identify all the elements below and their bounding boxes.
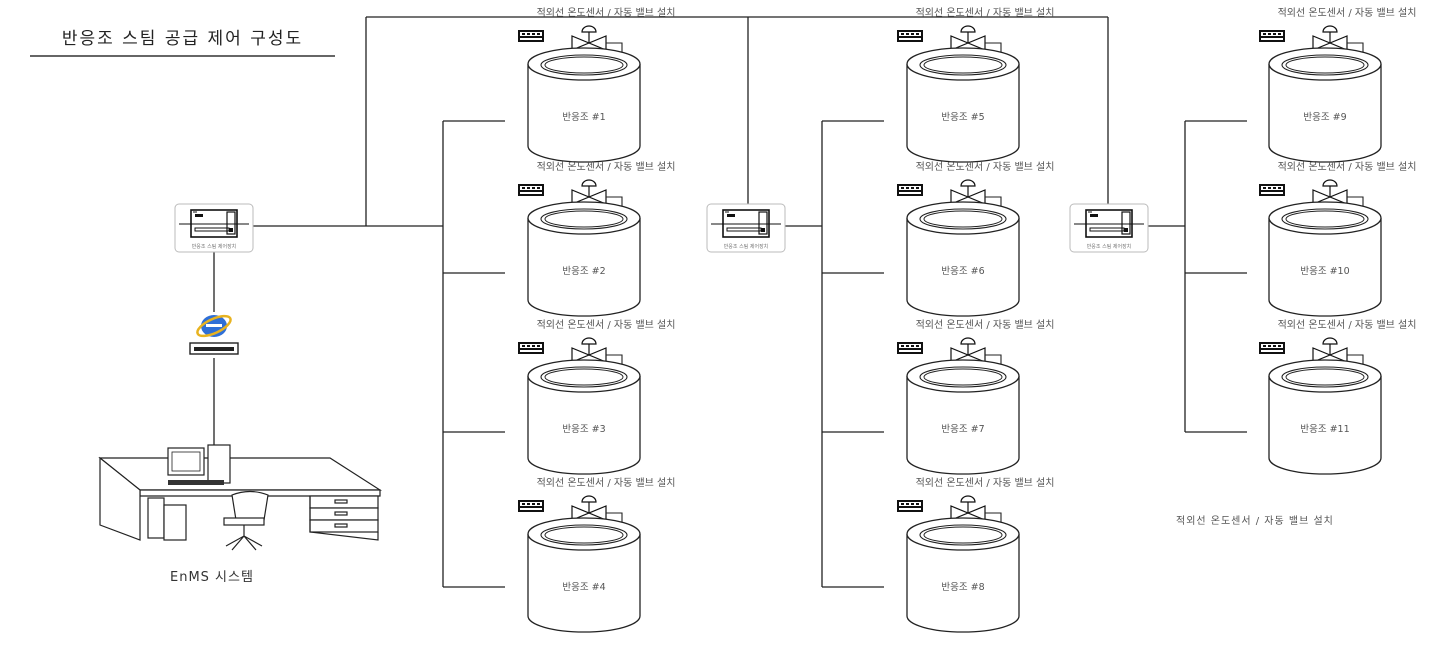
tank-inner-ring <box>544 210 624 228</box>
valve-icon <box>571 337 607 363</box>
temperature-sensor-icon <box>1259 184 1285 196</box>
enms-layer <box>98 314 383 551</box>
tank-caption: 적외선 온도센서 / 자동 밸브 설치 <box>916 7 1055 19</box>
connection-lines <box>213 16 1247 588</box>
tank-body <box>906 64 1020 163</box>
tank-label: 반응조 #8 <box>941 582 984 593</box>
tank-inner-ring <box>923 210 1003 228</box>
tank-inner-ring <box>923 368 1003 386</box>
desk-workstation-icon <box>98 444 383 551</box>
temperature-sensor-icon <box>1259 342 1285 354</box>
tank-label: 반응조 #6 <box>941 266 984 277</box>
valve-icon <box>950 337 986 363</box>
valve-icon <box>950 25 986 51</box>
tank-caption: 적외선 온도센서 / 자동 밸브 설치 <box>1278 319 1417 331</box>
plc-controller-icon: 반응조 스팀 제어장치 <box>1069 203 1149 253</box>
controllers-layer: 반응조 스팀 제어장치 반응조 스팀 제어장치 반응조 스팀 제어장치 <box>174 203 1149 253</box>
controller-label: 반응조 스팀 제어장치 <box>192 243 237 250</box>
tank-label: 반응조 #3 <box>562 424 605 435</box>
valve-icon <box>950 179 986 205</box>
sensor-valve-caption: 적외선 온도센서 / 자동 밸브 설치 <box>1176 516 1334 527</box>
tank-body <box>906 218 1020 317</box>
tank-caption: 적외선 온도센서 / 자동 밸브 설치 <box>916 477 1055 489</box>
tank-body <box>527 534 641 633</box>
tank-inner-ring <box>1285 368 1365 386</box>
tank-caption: 적외선 온도센서 / 자동 밸브 설치 <box>916 161 1055 173</box>
tank-label: 반응조 #9 <box>1303 112 1346 123</box>
tank-inner-ring <box>1285 56 1365 74</box>
plc-controller-icon: 반응조 스팀 제어장치 <box>706 203 786 253</box>
tank-inner-ring <box>923 56 1003 74</box>
temperature-sensor-icon <box>897 184 923 196</box>
internet-explorer-icon <box>196 314 232 338</box>
tank-label: 반응조 #5 <box>941 112 984 123</box>
controller-label: 반응조 스팀 제어장치 <box>724 243 769 250</box>
tank-label: 반응조 #2 <box>562 266 605 277</box>
diagram-title: 반응조 스팀 공급 제어 구성도 <box>30 24 335 57</box>
tank-body <box>527 376 641 475</box>
valve-icon <box>571 25 607 51</box>
tank-label: 반응조 #7 <box>941 424 984 435</box>
tank-label: 반응조 #11 <box>1300 424 1349 435</box>
temperature-sensor-icon <box>518 184 544 196</box>
tank-body <box>527 218 641 317</box>
tank-label: 반응조 #4 <box>562 582 605 593</box>
valve-icon <box>950 495 986 521</box>
tank-caption: 적외선 온도센서 / 자동 밸브 설치 <box>537 7 676 19</box>
tank-body <box>1268 376 1382 475</box>
temperature-sensor-icon <box>518 500 544 512</box>
tank-inner-ring <box>544 56 624 74</box>
tank-body <box>906 376 1020 475</box>
temperature-sensor-icon <box>1259 30 1285 42</box>
valve-icon <box>1312 25 1348 51</box>
temperature-sensor-icon <box>518 342 544 354</box>
tank-caption: 적외선 온도센서 / 자동 밸브 설치 <box>1278 7 1417 19</box>
tank-caption: 적외선 온도센서 / 자동 밸브 설치 <box>1278 161 1417 173</box>
temperature-sensor-icon <box>897 500 923 512</box>
valve-icon <box>571 179 607 205</box>
temperature-sensor-icon <box>897 30 923 42</box>
valve-icon <box>571 495 607 521</box>
tank-caption: 적외선 온도센서 / 자동 밸브 설치 <box>537 319 676 331</box>
tank-caption: 적외선 온도센서 / 자동 밸브 설치 <box>537 477 676 489</box>
tank-label: 반응조 #1 <box>562 112 605 123</box>
tank-caption: 적외선 온도센서 / 자동 밸브 설치 <box>537 161 676 173</box>
tank-body <box>527 64 641 163</box>
temperature-sensor-icon <box>897 342 923 354</box>
enms-system-label: EnMS 시스템 <box>170 570 254 585</box>
tank-body <box>906 534 1020 633</box>
valve-icon <box>1312 337 1348 363</box>
plc-controller-icon: 반응조 스팀 제어장치 <box>174 203 254 253</box>
tank-inner-ring <box>923 526 1003 544</box>
tank-body <box>1268 218 1382 317</box>
tank-caption: 적외선 온도센서 / 자동 밸브 설치 <box>916 319 1055 331</box>
tank-inner-ring <box>544 526 624 544</box>
tank-label: 반응조 #10 <box>1300 266 1349 277</box>
temperature-sensor-icon <box>518 30 544 42</box>
tank-inner-ring <box>544 368 624 386</box>
network-hub-icon <box>189 342 239 355</box>
controller-label: 반응조 스팀 제어장치 <box>1087 243 1132 250</box>
tank-inner-ring <box>1285 210 1365 228</box>
valve-icon <box>1312 179 1348 205</box>
tank-body <box>1268 64 1382 163</box>
